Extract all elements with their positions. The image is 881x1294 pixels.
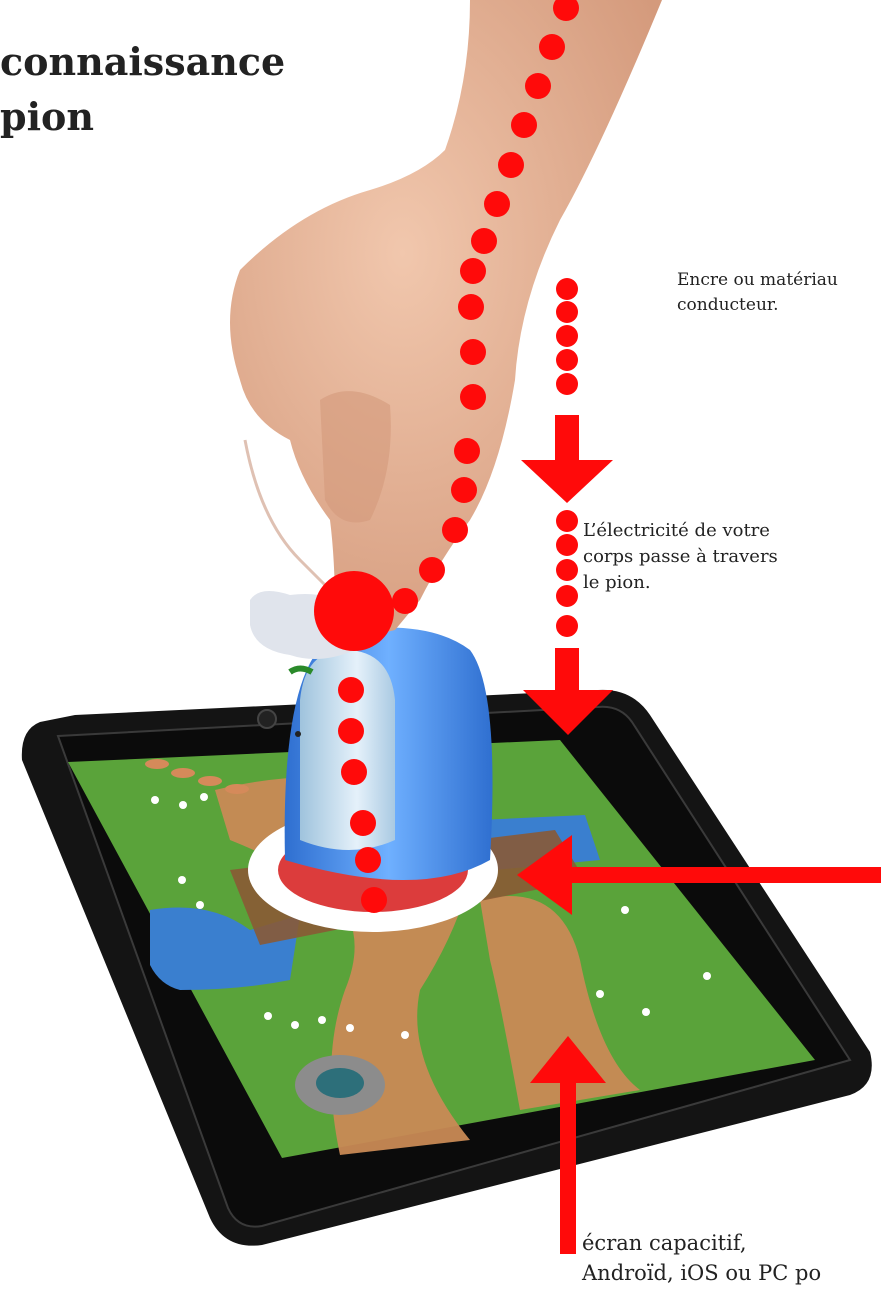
label-body-electricity: L’électricité de votre corps passe à tra… bbox=[583, 518, 778, 596]
down-arrow-conductor bbox=[521, 278, 613, 503]
label-line: Encre ou matériau bbox=[677, 268, 838, 293]
label-capacitive-screen: écran capacitif, Androïd, iOS ou PC po bbox=[582, 1228, 821, 1289]
contact-point bbox=[314, 571, 394, 651]
page-title: connaissance pion bbox=[0, 34, 285, 144]
label-line: conducteur. bbox=[677, 293, 838, 318]
label-line: le pion. bbox=[583, 570, 778, 596]
stone-well bbox=[295, 1055, 385, 1115]
label-line: écran capacitif, bbox=[582, 1228, 821, 1258]
label-line: L’électricité de votre bbox=[583, 518, 778, 544]
title-line-1: connaissance bbox=[0, 34, 285, 89]
title-line-2: pion bbox=[0, 89, 285, 144]
label-line: Androïd, iOS ou PC po bbox=[582, 1258, 821, 1288]
camera-icon bbox=[258, 710, 276, 728]
label-conductive-ink: Encre ou matériau conducteur. bbox=[677, 268, 838, 317]
label-line: corps passe à travers bbox=[583, 544, 778, 570]
